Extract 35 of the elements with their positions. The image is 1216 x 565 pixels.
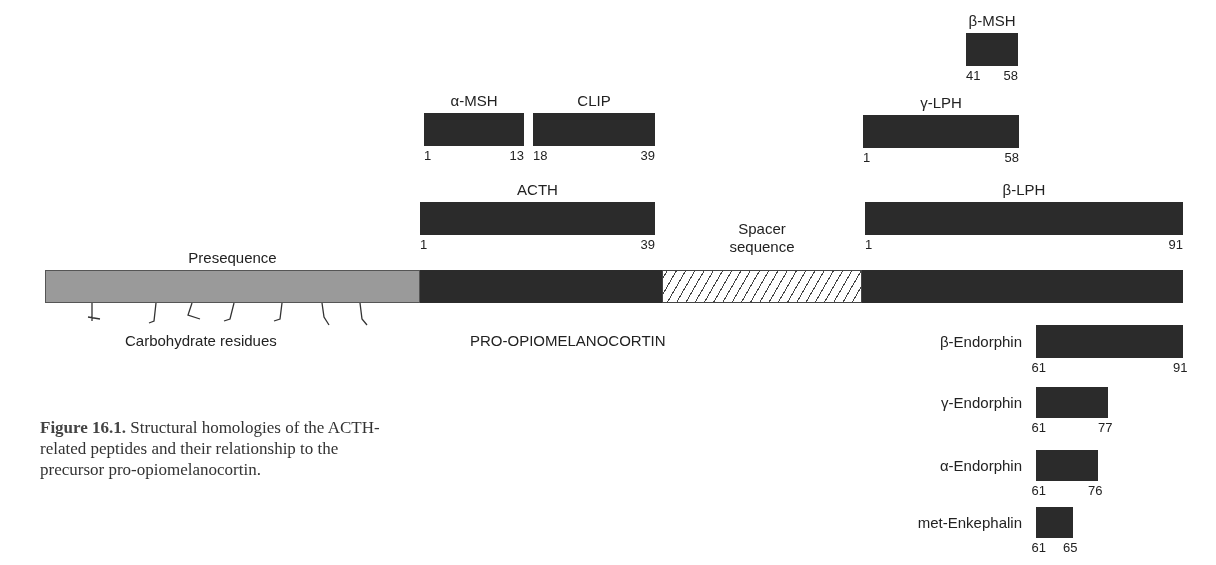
residue-number: 91: [1168, 237, 1183, 252]
segment-label: ACTH: [517, 181, 558, 199]
segment-label: Spacer sequence: [728, 220, 796, 256]
residue-number: 1: [420, 237, 428, 252]
residue-number: 65: [1063, 540, 1078, 555]
segment-label: PRO-OPIOMELANOCORTIN: [470, 332, 666, 350]
segment-label: β-MSH: [968, 12, 1016, 30]
residue-number: 13: [509, 148, 524, 163]
segment-label: α-Endorphin: [939, 456, 1022, 475]
residue-number: 61: [1031, 483, 1046, 498]
segment-label: β-LPH: [1002, 181, 1046, 199]
residue-number: 61: [1031, 540, 1046, 555]
residue-number: 1: [865, 237, 873, 252]
segment-label: γ-LPH: [920, 94, 962, 112]
text-label: Carbohydrate residues: [125, 332, 277, 350]
segment-label: Presequence: [188, 249, 277, 267]
segment-label: CLIP: [577, 92, 611, 110]
residue-number: 58: [1004, 150, 1019, 165]
segment-label: met-Enkephalin: [917, 513, 1022, 532]
residue-number: 61: [1031, 420, 1046, 435]
residue-number: 58: [1003, 68, 1018, 83]
segment-label: β-Endorphin: [940, 332, 1022, 351]
residue-number: 39: [640, 237, 655, 252]
figure-caption: Figure 16.1. Structural homologies of the ACTH-related peptides and their relationship to the precursor pro-opiomelanocortin.: [40, 417, 381, 480]
residue-number: 76: [1088, 483, 1103, 498]
segment-label: γ-Endorphin: [941, 393, 1022, 412]
segment-label: α-MSH: [450, 92, 498, 110]
residue-number: 91: [1173, 360, 1188, 375]
residue-number: 41: [966, 68, 981, 83]
residue-number: 1: [424, 148, 432, 163]
residue-number: 61: [1031, 360, 1046, 375]
residue-number: 77: [1098, 420, 1113, 435]
residue-number: 1: [863, 150, 871, 165]
residue-number: 18: [533, 148, 548, 163]
residue-number: 39: [640, 148, 655, 163]
